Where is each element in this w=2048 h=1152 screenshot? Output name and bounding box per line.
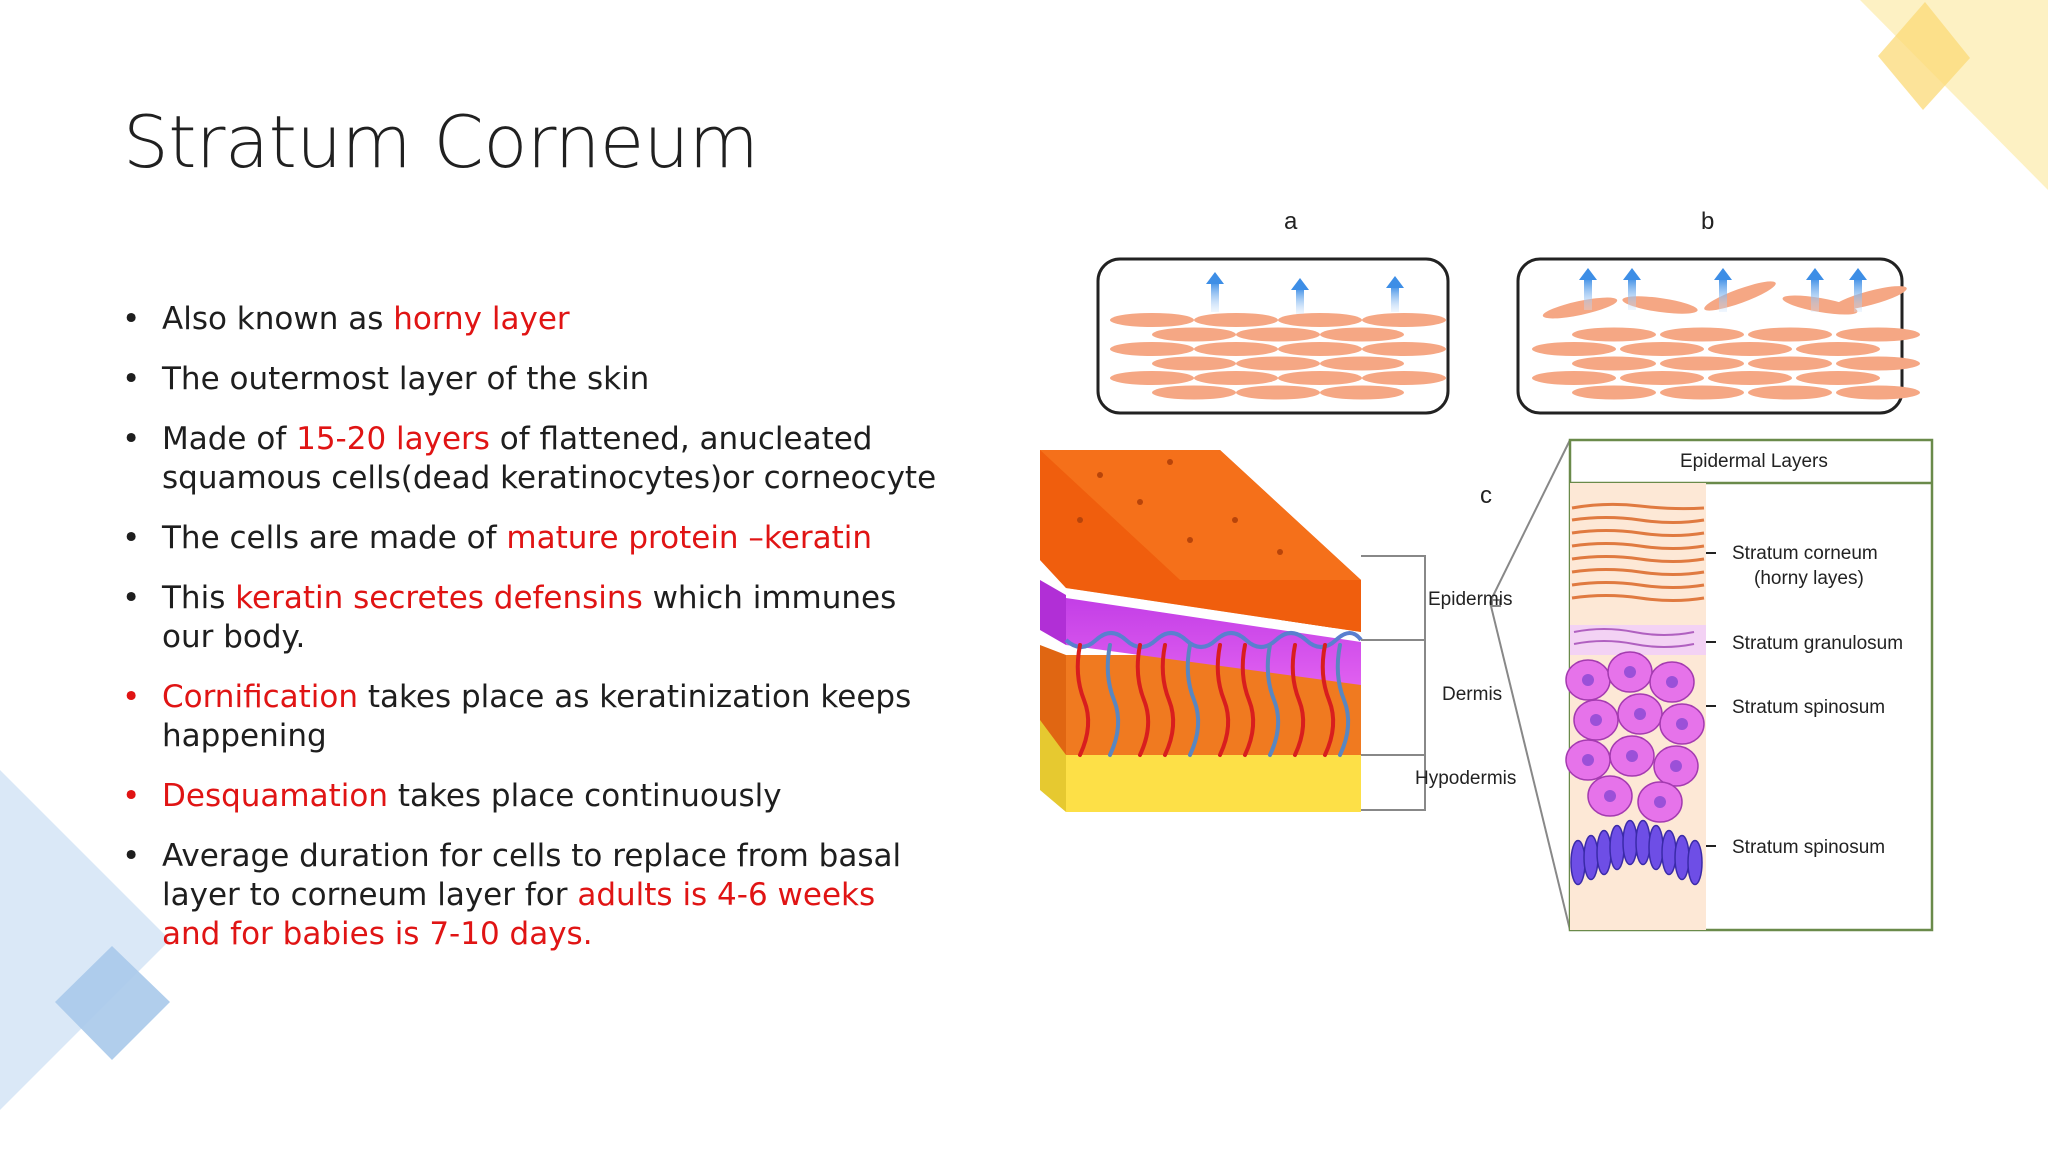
bullet-item: • Made of 15-20 layers of flattened, anuc… <box>122 420 942 498</box>
bullet-list: • Also known as horny layer • The outermost… <box>122 300 942 975</box>
bullet-item: • Also known as horny layer <box>122 300 942 339</box>
bullet-dot-icon: • <box>122 679 141 715</box>
bullet-text: takes place continuously <box>388 778 782 814</box>
bullet-text: The cells are made of <box>162 520 507 556</box>
bullet-text: The outermost layer of the skin <box>162 361 650 397</box>
highlighted-text: Desquamation <box>162 778 388 814</box>
bullet-dot-icon: • <box>122 301 141 337</box>
skin-block-illustration <box>1040 450 1363 812</box>
inset-title: Epidermal Layers <box>1680 451 1828 472</box>
label-dermis: Dermis <box>1442 684 1502 705</box>
bullet-dot-icon: • <box>122 838 141 874</box>
layer-bracket <box>1361 439 1571 931</box>
bullet-dot-icon: • <box>122 778 141 814</box>
highlighted-text: horny layer <box>393 301 570 337</box>
bullet-item: • The cells are made of mature protein –k… <box>122 519 942 558</box>
label-stratum-corneum: Stratum corneum <box>1732 543 1878 564</box>
label-stratum-spinosum-2: Stratum spinosum <box>1732 837 1885 858</box>
bullet-text: takes place as keratinization keeps happ… <box>162 679 912 754</box>
label-horny-layes: (horny layes) <box>1754 568 1864 589</box>
highlighted-text: adults is 4-6 weeks and for babies is 7-… <box>162 877 876 952</box>
bullet-dot-icon: • <box>122 520 141 556</box>
bullet-text: which immunes our body. <box>162 580 897 655</box>
bullet-item: • Cornification takes place as keratiniza… <box>122 678 942 756</box>
bullet-item: • Average duration for cells to replace f… <box>122 837 942 954</box>
bullet-dot-icon: • <box>122 361 141 397</box>
highlighted-text: keratin secretes defensins <box>235 580 643 616</box>
label-stratum-granulosum: Stratum granulosum <box>1732 633 1903 654</box>
bullet-dot-icon: • <box>122 421 141 457</box>
panel-b-label: b <box>1701 208 1714 235</box>
bullet-text: Average duration for cells to replace fr… <box>162 838 902 913</box>
label-hypodermis: Hypodermis <box>1415 768 1516 789</box>
bullet-text: This <box>162 580 236 616</box>
panel-a-label: a <box>1284 208 1298 235</box>
panel-c-label: c <box>1480 482 1492 509</box>
skin-layers-figure: a b c <box>1040 208 1934 932</box>
bullet-item: • The outermost layer of the skin <box>122 360 942 399</box>
label-stratum-spinosum-1: Stratum spinosum <box>1732 697 1885 718</box>
epidermal-layers-inset <box>1565 438 1934 932</box>
highlighted-text: Cornification <box>162 679 359 715</box>
slide-title: Stratum Corneum <box>123 100 759 184</box>
bullet-text: of flattened, anucleated squamous cells(… <box>162 421 937 496</box>
highlighted-text: mature protein –keratin <box>506 520 873 556</box>
label-epidermis: Epidermis <box>1428 589 1512 610</box>
bullet-dot-icon: • <box>122 580 141 616</box>
bullet-item: • This keratin secretes defensins which i… <box>122 579 942 657</box>
decor-top-right <box>1860 0 2048 190</box>
bullet-text: Also known as <box>162 301 394 337</box>
bullet-item: • Desquamation takes place continuously <box>122 777 942 816</box>
highlighted-text: 15-20 layers <box>296 421 490 457</box>
bullet-text: Made of <box>162 421 297 457</box>
panel-b <box>1516 257 1920 415</box>
panel-a <box>1096 257 1450 415</box>
